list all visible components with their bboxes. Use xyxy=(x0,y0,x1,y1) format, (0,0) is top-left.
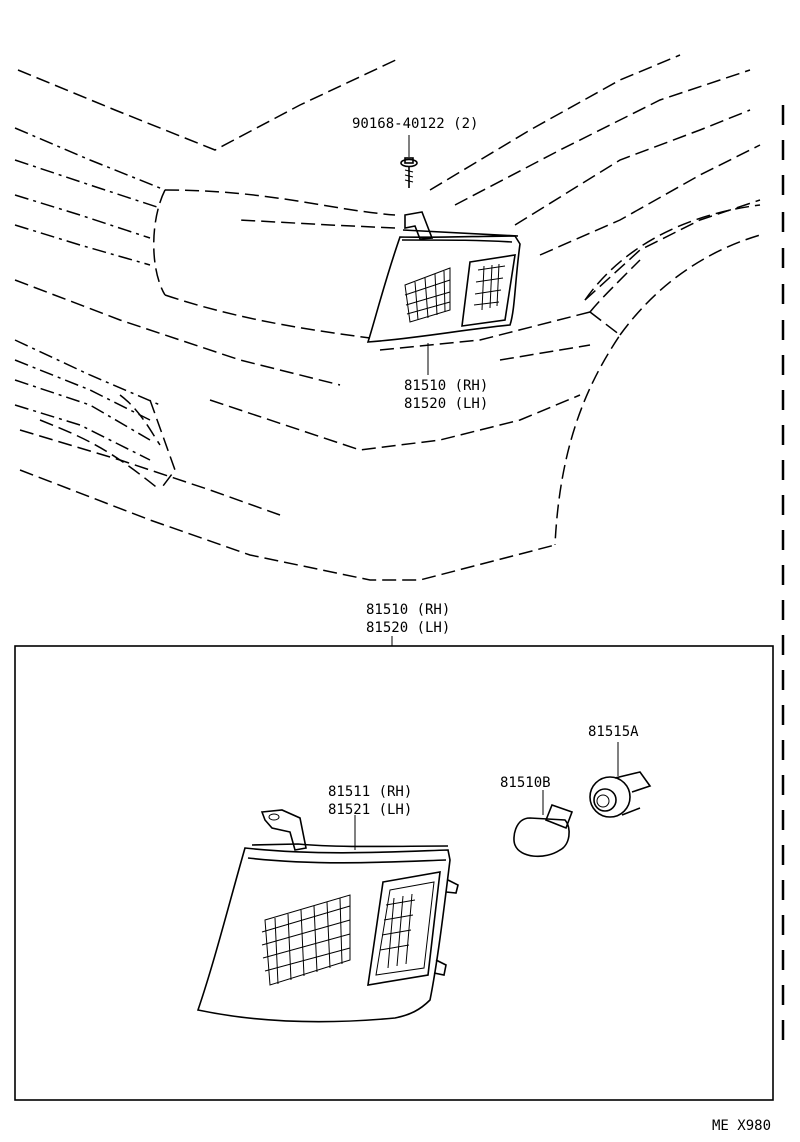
lens-rh-label: 81511 (RH) xyxy=(328,784,412,800)
top-lamp-lh-label: 81520 (LH) xyxy=(404,396,488,412)
corner-lamp-installed-icon xyxy=(366,211,521,375)
top-lamp-rh-label: 81510 (RH) xyxy=(404,378,488,394)
lens-assembly-icon xyxy=(196,809,459,1023)
socket-icon xyxy=(589,742,652,818)
socket-part-label: 81515A xyxy=(588,724,639,740)
assembly-rh-label: 81510 (RH) xyxy=(366,602,450,618)
diagram-code-label: ME X980 xyxy=(712,1118,771,1134)
bulb-part-label: 81510B xyxy=(500,775,551,791)
bulb-icon xyxy=(513,790,574,858)
screw-icon xyxy=(400,135,418,188)
assembly-lh-label: 81520 (LH) xyxy=(366,620,450,636)
screw-part-number-label: 90168-40122 (2) xyxy=(352,116,478,132)
lens-lh-label: 81521 (LH) xyxy=(328,802,412,818)
assembly-box xyxy=(14,645,774,1101)
vehicle-body-outline xyxy=(14,54,761,581)
